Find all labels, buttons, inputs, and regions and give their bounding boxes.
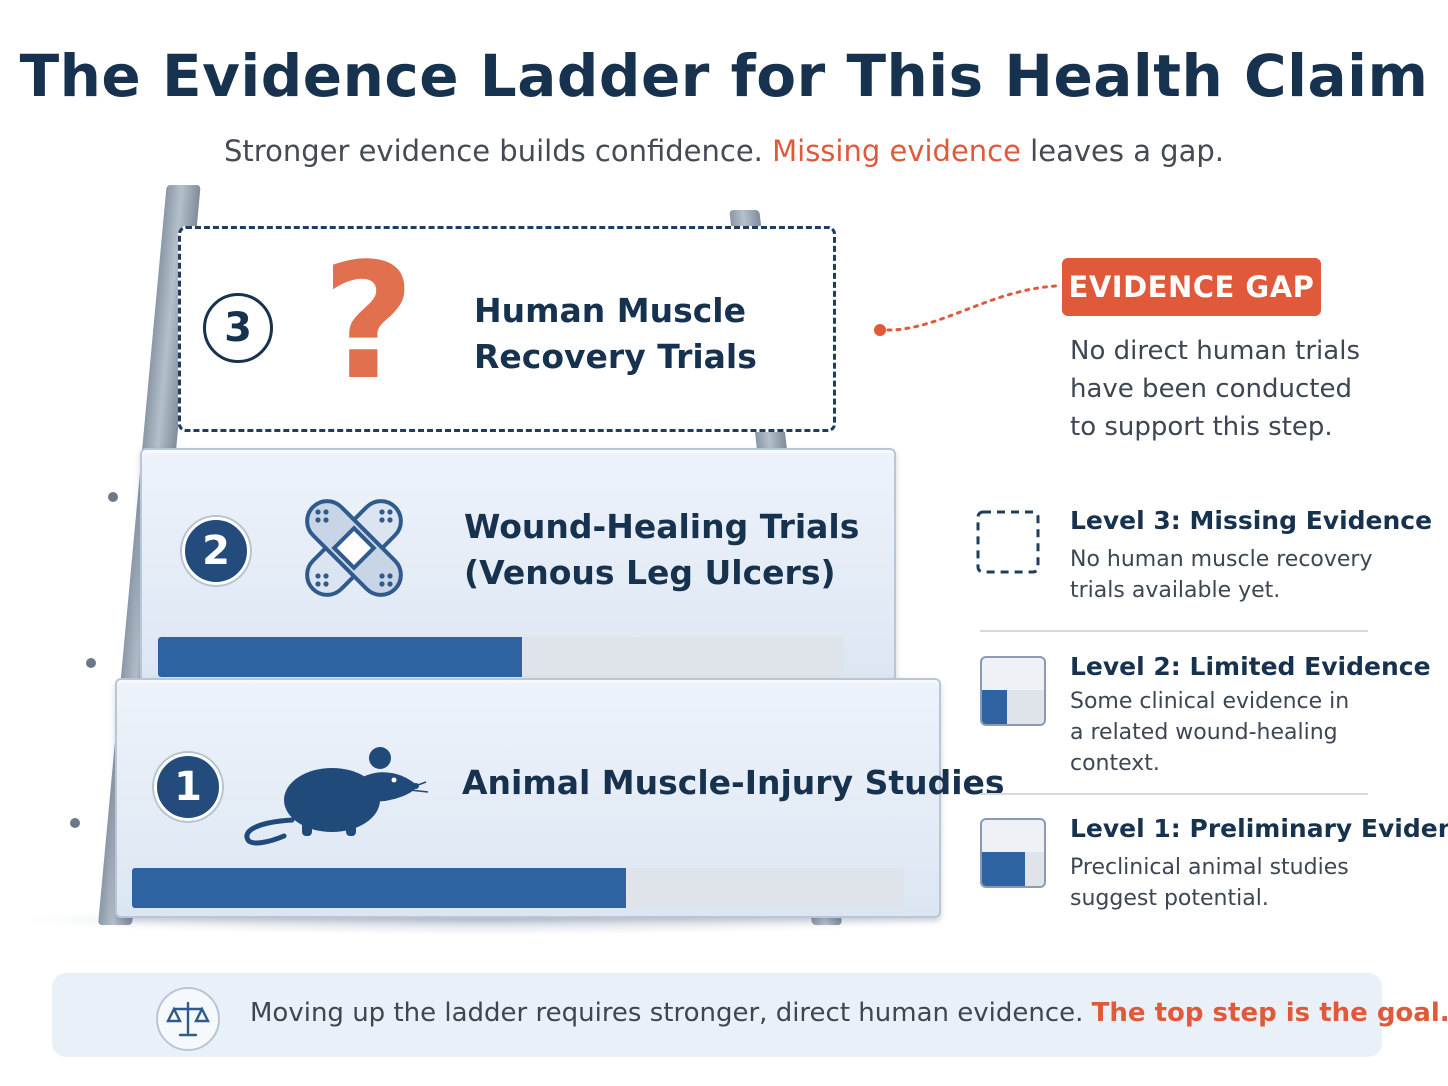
evidence-gap-description: No direct human trials have been conduct…: [1070, 332, 1400, 446]
mini-fill: [982, 852, 1026, 886]
subtitle-part2: leaves a gap.: [1020, 134, 1224, 168]
gap-connector: [874, 284, 1058, 336]
step-3-missing: [178, 226, 836, 432]
step-1-number: 1: [154, 753, 222, 821]
rail-bolt: [70, 818, 80, 828]
page-title: The Evidence Ladder for This Health Clai…: [19, 42, 1429, 110]
preliminary-evidence-icon: [980, 818, 1046, 888]
footer-icon-circle: [156, 987, 220, 1051]
legend-level-1-desc: Preclinical animal studies suggest poten…: [1070, 852, 1400, 914]
legend-level-2-level: Level 2:: [1070, 652, 1181, 681]
footer-main-text: Moving up the ladder requires stronger, …: [250, 998, 1092, 1028]
legend-level-3-name: Missing Evidence: [1189, 506, 1433, 535]
footer-text: Moving up the ladder requires stronger, …: [250, 998, 1448, 1028]
footer-banner: [52, 973, 1382, 1057]
mini-fill: [982, 690, 1007, 724]
legend-level-1-title: Level 1: Preliminary Evidence: [1070, 814, 1448, 843]
subtitle-part1: Stronger evidence builds confidence.: [224, 134, 773, 168]
rail-bolt: [108, 492, 118, 502]
step-3-label-line2: Recovery Trials: [474, 337, 757, 376]
step-2-label-line2: (Venous Leg Ulcers): [464, 553, 836, 592]
step-1-label: Animal Muscle-Injury Studies: [462, 763, 1005, 802]
scales-icon: [166, 1001, 210, 1037]
step-2-evidence-fill: [158, 637, 522, 677]
limited-evidence-icon: [980, 656, 1046, 726]
legend-3-desc-line2: trials available yet.: [1070, 578, 1281, 603]
dashed-box-icon: [976, 510, 1040, 574]
evidence-gap-tag: EVIDENCE GAP: [1062, 258, 1321, 316]
footer-accent-text: The top step is the goal.: [1091, 998, 1448, 1028]
step-2-label-line1: Wound-Healing Trials: [464, 507, 860, 546]
gap-desc-line1: No direct human trials: [1070, 336, 1360, 366]
legend-2-desc-line2: a related wound-healing: [1070, 720, 1338, 745]
rail-bolt: [86, 658, 96, 668]
legend-level-3-level: Level 3:: [1070, 506, 1181, 535]
gap-desc-line3: to support this step.: [1070, 412, 1333, 442]
legend-level-2-name: Limited Evidence: [1189, 652, 1431, 681]
legend-level-2-title: Level 2: Limited Evidence: [1070, 652, 1431, 681]
legend-3-desc-line1: No human muscle recovery: [1070, 547, 1373, 572]
subtitle-accent: Missing evidence: [772, 134, 1021, 168]
step-1-evidence-bar: [132, 868, 904, 908]
gap-desc-line2: have been conducted: [1070, 374, 1352, 404]
step-3-label-line1: Human Muscle: [474, 291, 746, 330]
step-2-label: Wound-Healing Trials (Venous Leg Ulcers): [464, 504, 859, 596]
bandage-icon: [305, 499, 403, 597]
mouse-icon: [244, 747, 429, 846]
legend-level-1-name: Preliminary Evidence: [1189, 814, 1448, 843]
legend-level-1-level: Level 1:: [1070, 814, 1181, 843]
legend-1-desc-line2: suggest potential.: [1070, 886, 1269, 911]
question-mark-icon: ?: [322, 228, 415, 415]
subtitle: Stronger evidence builds confidence. Mis…: [0, 134, 1448, 168]
legend-1-desc-line1: Preclinical animal studies: [1070, 855, 1349, 880]
legend-2-desc-line3: context.: [1070, 751, 1160, 776]
step-2-number: 2: [182, 517, 250, 585]
legend-level-3-desc: No human muscle recovery trials availabl…: [1070, 544, 1400, 606]
legend-divider: [980, 630, 1368, 632]
step-2-evidence-bar: [158, 637, 844, 677]
step-3-label: Human Muscle Recovery Trials: [474, 288, 757, 380]
legend-2-desc-line1: Some clinical evidence in: [1070, 689, 1350, 714]
legend-level-3-title: Level 3: Missing Evidence: [1070, 506, 1432, 535]
step-1-evidence-fill: [132, 868, 627, 908]
legend-divider: [980, 793, 1368, 795]
step-3-number: 3: [203, 293, 273, 363]
legend-level-2-desc: Some clinical evidence in a related woun…: [1070, 686, 1400, 779]
